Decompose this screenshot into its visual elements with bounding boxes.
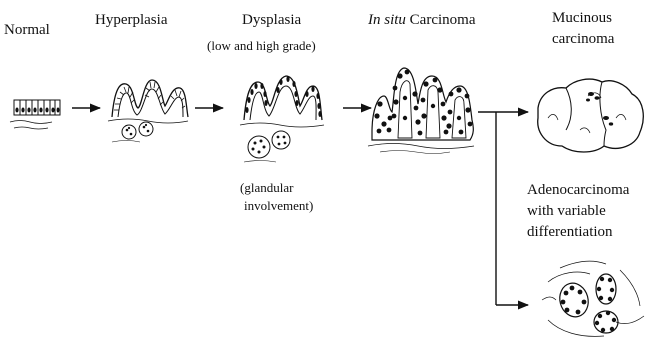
dysplasia-illustration: [240, 76, 324, 162]
insitu-carcinoma-illustration: [368, 68, 474, 154]
mucinous-carcinoma-illustration: [538, 79, 644, 152]
adenocarcinoma-illustration: [542, 261, 644, 336]
normal-epithelium-illustration: [10, 100, 60, 129]
hyperplasia-illustration: [108, 80, 188, 142]
